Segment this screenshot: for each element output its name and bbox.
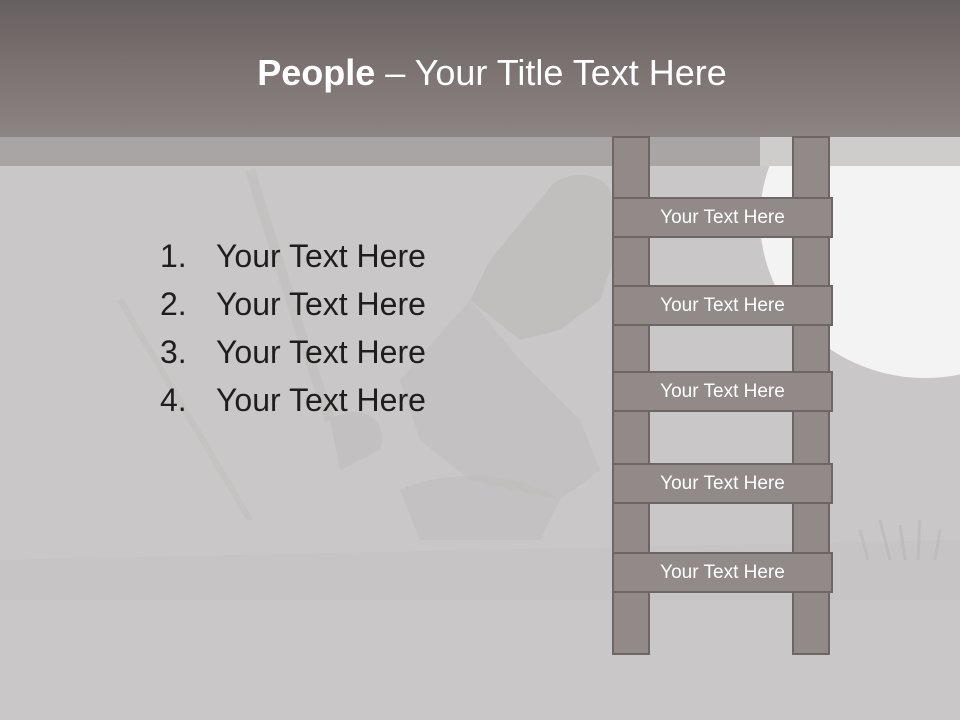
- title-bold: People: [257, 52, 376, 93]
- slide-title: People – Your Title Text Here: [0, 52, 960, 94]
- list-number: 3.: [160, 334, 187, 370]
- ladder-rung: Your Text Here: [612, 463, 833, 504]
- ladder-rung: Your Text Here: [612, 285, 833, 326]
- list-text: Your Text Here: [216, 334, 426, 370]
- title-rest: – Your Title Text Here: [375, 52, 727, 93]
- numbered-list: 1. Your Text Here 2. Your Text Here 3. Your…: [160, 232, 426, 424]
- ladder-rung: Your Text Here: [612, 197, 833, 238]
- list-text: Your Text Here: [216, 238, 426, 274]
- list-number: 4.: [160, 382, 187, 418]
- ladder-rung: Your Text Here: [612, 371, 833, 412]
- list-number: 1.: [160, 238, 187, 274]
- list-text: Your Text Here: [216, 382, 426, 418]
- list-item: 3. Your Text Here: [160, 328, 426, 376]
- list-item: 1. Your Text Here: [160, 232, 426, 280]
- list-text: Your Text Here: [216, 286, 426, 322]
- title-band: [0, 0, 960, 137]
- list-item: 4. Your Text Here: [160, 376, 426, 424]
- ladder-rung: Your Text Here: [612, 552, 833, 593]
- moon-band: [760, 137, 960, 166]
- list-item: 2. Your Text Here: [160, 280, 426, 328]
- background-silhouette: [0, 168, 960, 600]
- list-number: 2.: [160, 286, 187, 322]
